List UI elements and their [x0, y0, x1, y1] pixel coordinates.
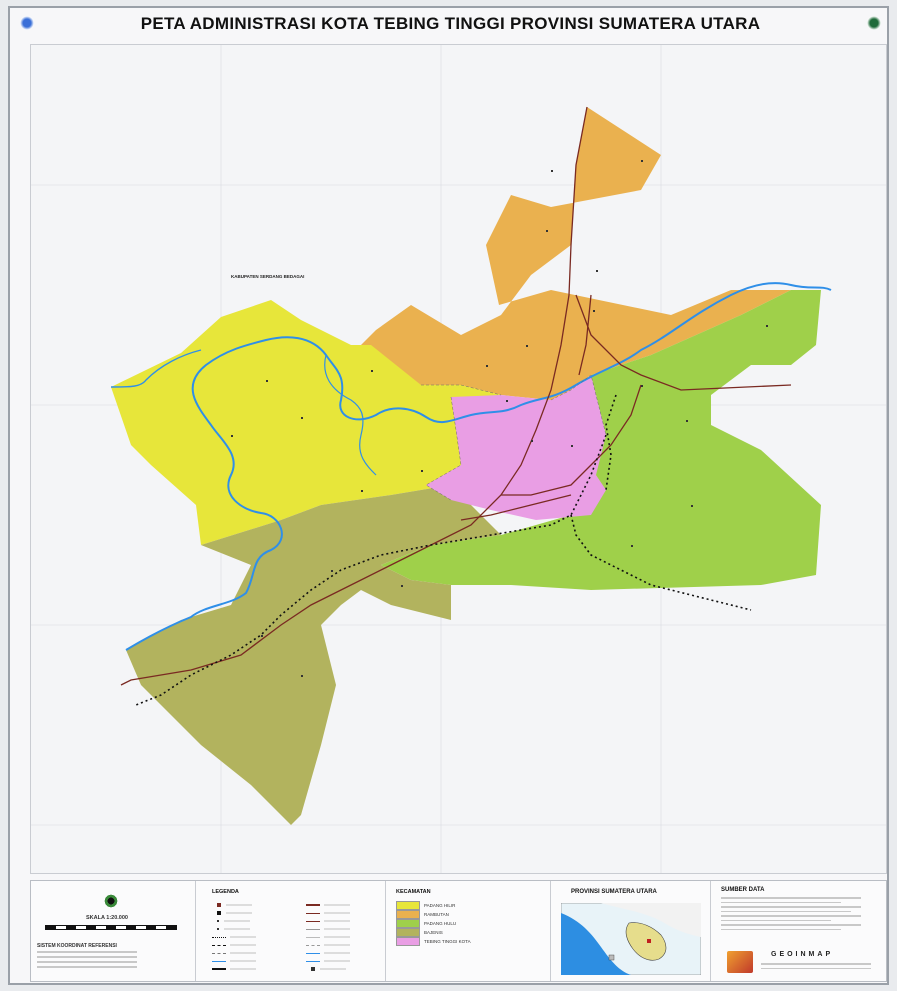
source-lines [721, 897, 871, 930]
legend-symbols-right [306, 901, 350, 973]
scale-bar [45, 925, 177, 930]
kecamatan-header: KECAMATAN [396, 889, 431, 895]
legend-box: LEGENDA [196, 881, 386, 981]
river-line [125, 282, 832, 651]
district-boundary-lines [421, 374, 607, 501]
river-line [324, 354, 377, 476]
inset-title: PROVINSI SUMATERA UTARA [571, 889, 657, 895]
scale-box: SKALA 1:20.000 SISTEM KOORDINAT REFERENS… [31, 881, 196, 981]
logo-icon [20, 16, 34, 30]
district-rambutan [331, 107, 791, 415]
kecamatan-item: PADANG HULU [396, 919, 471, 928]
kecamatan-item: BAJENIS [396, 928, 471, 937]
kecamatan-item: PADANG HILIR [396, 901, 471, 910]
map-footer: SKALA 1:20.000 SISTEM KOORDINAT REFERENS… [30, 880, 887, 982]
district-padang-hilir [111, 300, 501, 545]
source-header: SUMBER DATA [721, 887, 765, 893]
kecamatan-item: RAMBUTAN [396, 910, 471, 919]
legend-header: LEGENDA [212, 889, 239, 895]
inset-map [561, 903, 701, 975]
outside-region-label: KABUPATEN SERDANG BEDAGAI [231, 274, 304, 279]
coord-header: SISTEM KOORDINAT REFERENSI [37, 943, 117, 949]
brand-lines [761, 963, 871, 969]
kecamatan-box: KECAMATAN PADANG HILIR RAMBUTAN PADANG H… [386, 881, 551, 981]
kecamatan-list: PADANG HILIR RAMBUTAN PADANG HULU BAJENI… [396, 901, 471, 946]
source-box: SUMBER DATA GEOINMAP [711, 881, 886, 981]
kecamatan-item: TEBING TINGGI KOTA [396, 937, 471, 946]
logo-icon [867, 16, 881, 30]
brand-name: GEOINMAP [771, 951, 834, 958]
map-sheet: PETA ADMINISTRASI KOTA TEBING TINGGI PRO… [8, 6, 889, 985]
boundary-lines [135, 394, 752, 706]
district-tebing-tinggi-kota [426, 375, 606, 520]
scale-text: SKALA 1:20.000 [86, 915, 128, 921]
brand-logo-icon [727, 951, 753, 973]
river-line [110, 349, 202, 388]
district-bajenis [126, 485, 501, 825]
village-markers [231, 160, 768, 677]
map-frame: KABUPATEN SERDANG BEDAGAI [30, 44, 887, 874]
district-padang-hulu [381, 290, 821, 590]
inset-box: PROVINSI SUMATERA UTARA [551, 881, 711, 981]
coord-lines [37, 951, 137, 968]
map-title: PETA ADMINISTRASI KOTA TEBING TINGGI PRO… [140, 14, 761, 33]
map-canvas: KABUPATEN SERDANG BEDAGAI [31, 45, 886, 873]
legend-symbols-left [212, 901, 256, 973]
road-lines [120, 106, 792, 686]
compass-rose-icon [103, 893, 119, 909]
